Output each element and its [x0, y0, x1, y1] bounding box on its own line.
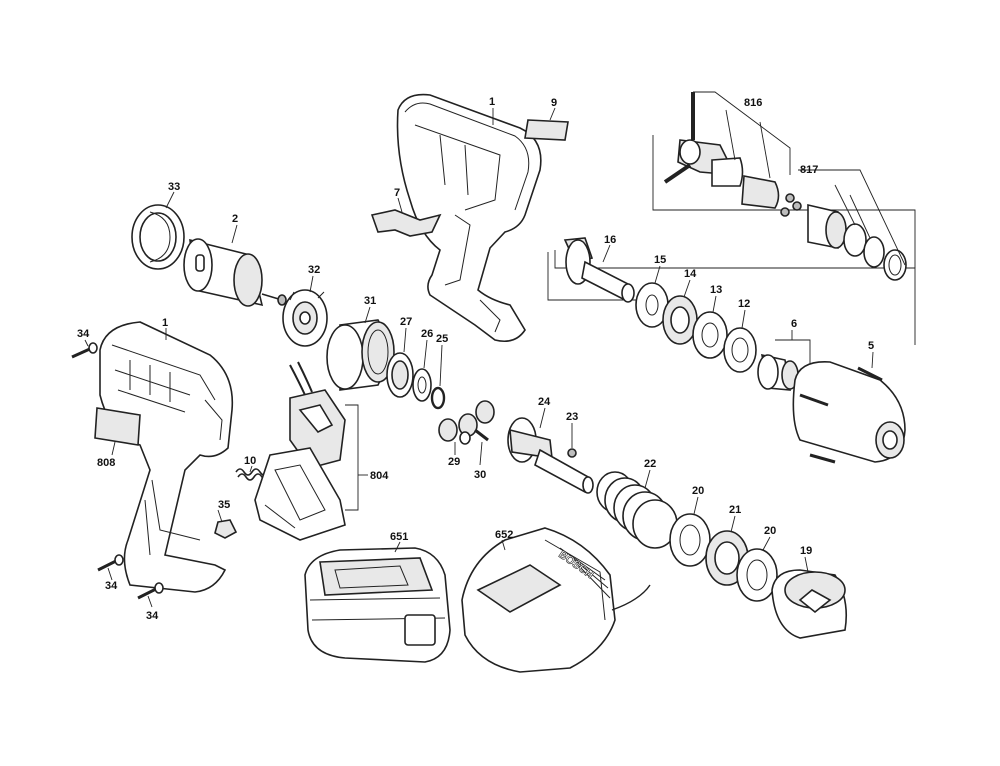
label-5: 5	[868, 340, 874, 352]
label-808: 808	[97, 457, 115, 469]
part-19-hammer: 19	[771, 545, 848, 639]
part-12-washer: 12	[723, 298, 757, 373]
label-6: 6	[791, 318, 797, 330]
label-24: 24	[538, 396, 551, 408]
label-817: 817	[800, 164, 818, 176]
part-16-anvil: 16	[563, 234, 635, 303]
part-33-ring: 33	[131, 181, 185, 270]
label-25: 25	[436, 333, 448, 345]
part-9-label: 9	[524, 97, 569, 141]
part-1-housing-half: 1	[396, 93, 542, 343]
label-15: 15	[654, 254, 666, 266]
label-30: 30	[474, 469, 486, 481]
label-804: 804	[370, 470, 389, 482]
label-32: 32	[308, 264, 320, 276]
part-32-gear-plate: 32	[282, 264, 328, 347]
label-20a: 20	[692, 485, 704, 497]
part-34-screw-a: 34	[71, 328, 98, 359]
part-15-washer: 15	[635, 254, 669, 328]
part-31-ring-gear: 31	[326, 295, 395, 391]
label-22: 22	[644, 458, 656, 470]
label-651: 651	[390, 531, 408, 543]
label-9: 9	[551, 97, 557, 109]
part-804-switch-module: 804	[254, 361, 389, 541]
part-7-switch-lever: 7	[370, 187, 442, 237]
part-13-washer: 13	[692, 284, 728, 359]
label-33: 33	[168, 181, 180, 193]
part-26-washer: 26	[412, 328, 433, 402]
label-14: 14	[684, 268, 697, 280]
part-808-nameplate: 808	[94, 407, 141, 469]
part-22-spring: 22	[596, 458, 678, 549]
part-652-charger: BOSCH 652	[461, 527, 651, 673]
label-34c: 34	[146, 610, 159, 622]
label-1-body: 1	[162, 317, 168, 329]
part-35-clip: 35	[214, 499, 238, 539]
label-7: 7	[394, 187, 400, 199]
part-20-washer-b: 20	[736, 525, 778, 602]
part-14-thrust-bearing: 14	[662, 268, 698, 345]
label-23: 23	[566, 411, 578, 423]
label-20b: 20	[764, 525, 776, 537]
part-27-bearing: 27	[386, 316, 414, 398]
label-21: 21	[729, 504, 741, 516]
part-2-motor: 2	[183, 213, 287, 307]
part-23-ball: 23	[566, 411, 578, 458]
label-10: 10	[244, 455, 256, 467]
label-27: 27	[400, 316, 412, 328]
part-20-washer-a: 20	[669, 485, 711, 567]
label-31: 31	[364, 295, 376, 307]
label-816: 816	[744, 97, 762, 109]
part-816-pin-assembly: 816	[663, 91, 791, 209]
label-34b: 34	[105, 580, 118, 592]
part-5-hammer-case: 5	[792, 340, 906, 464]
part-29-planet-gears: 29	[438, 400, 495, 468]
part-25-o-ring: 25	[430, 333, 448, 410]
part-34-screw-c: 34	[137, 582, 164, 622]
part-30-pin: 30	[474, 428, 489, 481]
label-1-housing: 1	[489, 96, 495, 108]
label-35: 35	[218, 499, 230, 511]
label-12: 12	[738, 298, 750, 310]
label-2: 2	[232, 213, 238, 225]
label-34a: 34	[77, 328, 90, 340]
part-24-spindle: 24	[507, 396, 594, 494]
label-26: 26	[421, 328, 433, 340]
label-13: 13	[710, 284, 722, 296]
label-19: 19	[800, 545, 812, 557]
label-16: 16	[604, 234, 616, 246]
part-651-battery-pack: 651	[304, 531, 451, 663]
part-34-screw-b: 34	[97, 554, 124, 592]
part-1-body-housing: 1	[99, 317, 234, 593]
label-29: 29	[448, 456, 460, 468]
label-652: 652	[495, 529, 513, 541]
part-817-socket-parts: 817	[780, 164, 907, 281]
